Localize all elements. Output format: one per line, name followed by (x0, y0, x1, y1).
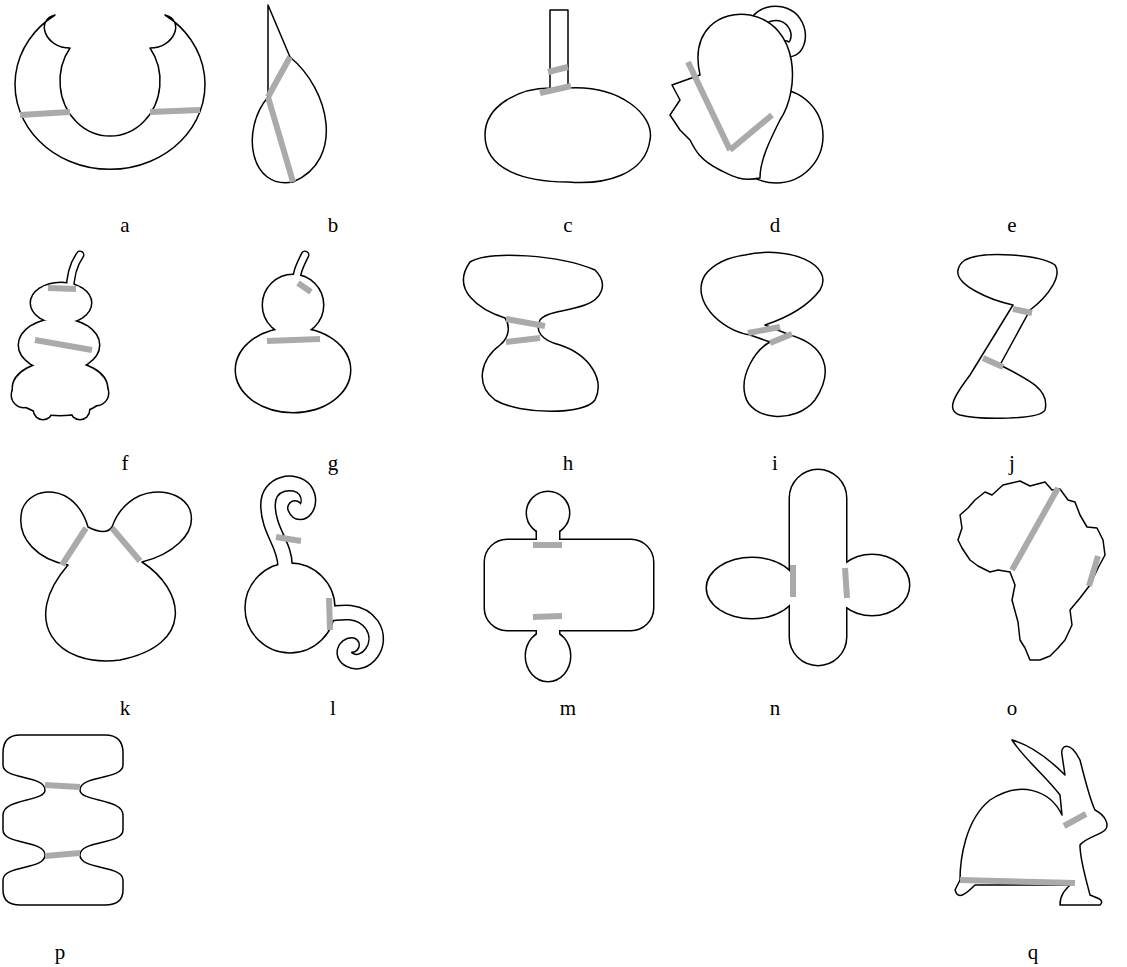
figure-letter: b (318, 213, 348, 237)
figure-letter: j (997, 451, 1027, 475)
figure-letter: g (318, 451, 348, 475)
figure-letter: k (110, 696, 140, 720)
figure-letter: o (997, 696, 1027, 720)
figure-letter: n (760, 696, 790, 720)
figure-letter: a (110, 213, 140, 237)
figure-letter: c (553, 213, 583, 237)
figure-letter: m (553, 696, 583, 720)
figure-letter: q (1018, 940, 1048, 964)
figure-letter: i (760, 451, 790, 475)
figure-letter: d (760, 213, 790, 237)
figure-letter: l (318, 696, 348, 720)
figure-letter: h (553, 451, 583, 475)
figure-letter: e (997, 213, 1027, 237)
figure-letter: f (110, 451, 140, 475)
figure-letter: p (45, 940, 75, 964)
